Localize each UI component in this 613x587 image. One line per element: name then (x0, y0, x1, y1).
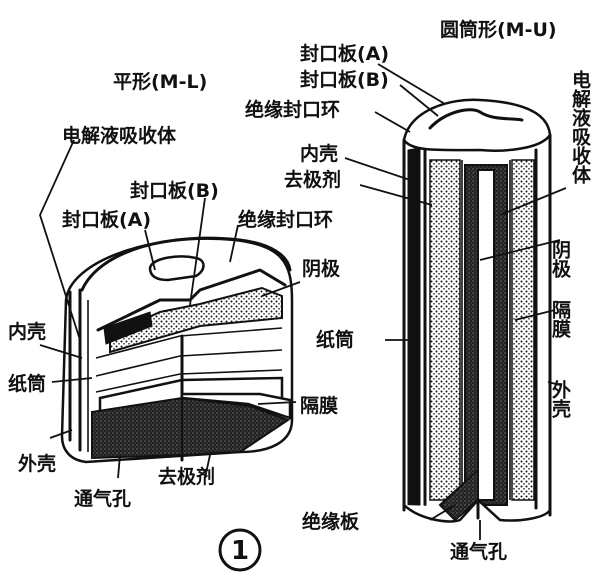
cyl-insulating-seal-ring-label: 绝缘封口环 (245, 98, 340, 121)
flat-inner-shell-label: 内壳 (8, 320, 46, 343)
leader-lines (39, 63, 567, 540)
cyl-depolarizer-label: 去极剂 (284, 168, 341, 191)
cyl-vent-hole-label: 通气孔 (450, 540, 507, 563)
cyl-seal-plate-b-label: 封口板(B) (300, 68, 389, 91)
cyl-separator-label: 隔膜 (549, 300, 572, 339)
flat-electrolyte-absorber-label: 电解液吸收体 (62, 124, 177, 147)
flat-cathode-label: 阴极 (302, 257, 341, 280)
flat-outer-shell-label: 外壳 (18, 452, 56, 475)
flat-paper-tube-label: 纸筒 (8, 372, 46, 395)
flat-cell-type-label: 平形(M-L) (113, 71, 207, 93)
cyl-inner-shell-label: 内壳 (300, 142, 338, 165)
cyl-insulating-plate-label: 绝缘板 (302, 510, 360, 533)
flat-seal-plate-b-label: 封口板(B) (130, 179, 219, 202)
cylindrical-cell-drawing (402, 98, 552, 523)
flat-vent-hole-label: 通气孔 (74, 487, 131, 510)
figure-number-badge: 1 (218, 528, 262, 572)
cyl-cell-type-label: 圆筒形(M-U) (440, 18, 557, 41)
cyl-outer-shell-label: 外壳 (549, 379, 572, 419)
cyl-paper-tube-label: 纸筒 (316, 328, 354, 351)
flat-insulating-seal-ring-label: 绝缘封口环 (238, 208, 333, 231)
cyl-electrolyte-absorber-label: 电解液吸收体 (569, 69, 591, 185)
figure-number: 1 (231, 536, 249, 566)
cyl-cathode-label: 阴极 (549, 240, 571, 279)
flat-seal-plate-a-label: 封口板(A) (62, 208, 151, 231)
flat-cell-drawing (60, 236, 294, 464)
flat-separator-label: 隔膜 (300, 394, 338, 417)
flat-depolarizer-label: 去极剂 (158, 465, 215, 488)
cyl-seal-plate-a-label: 封口板(A) (300, 42, 389, 65)
